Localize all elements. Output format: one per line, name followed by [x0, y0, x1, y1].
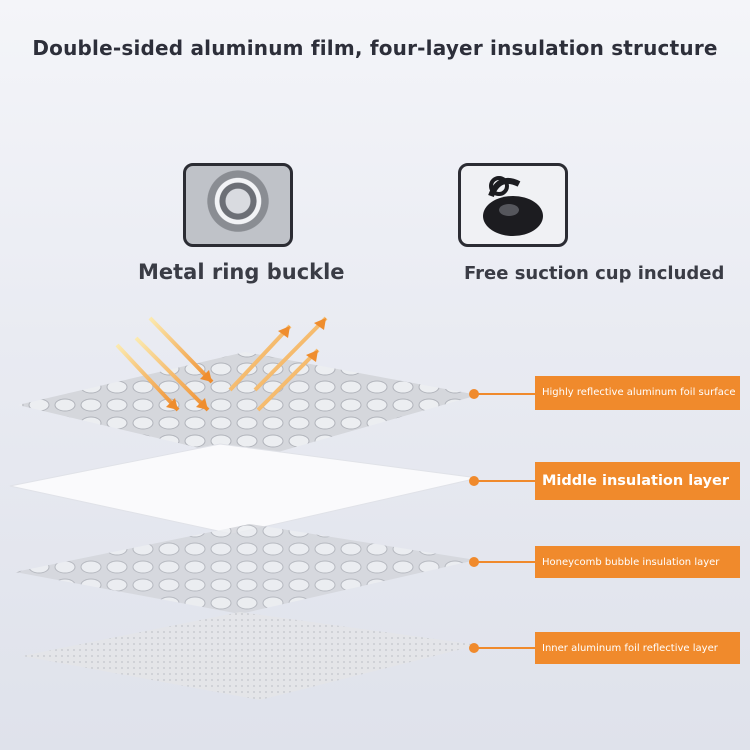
- suction-cup-icon: [458, 163, 568, 247]
- layer-label-honeycomb-bubble: Honeycomb bubble insulation layer: [535, 546, 740, 578]
- layer-label-middle-insulation: Middle insulation layer: [535, 462, 740, 500]
- connector-dot: [469, 557, 479, 567]
- layer-reflective-foil: [18, 352, 478, 460]
- layer-label-reflective-foil: Highly reflective aluminum foil surface: [535, 376, 740, 410]
- connector-dot: [469, 476, 479, 486]
- layer-label-inner-foil: Inner aluminum foil reflective layer: [535, 632, 740, 664]
- suction-cup-caption: Free suction cup included: [464, 263, 725, 284]
- metal-ring-caption: Metal ring buckle: [138, 260, 345, 284]
- page-title: Double-sided aluminum film, four-layer i…: [32, 36, 718, 60]
- layer-honeycomb-bubble: [15, 524, 476, 614]
- metal-ring-icon: [183, 163, 293, 247]
- connector-dot: [469, 643, 479, 653]
- layer-middle-insulation: [9, 443, 479, 535]
- connector-dot: [469, 389, 479, 399]
- layer-inner-foil: [22, 612, 478, 700]
- heat-arrows: [115, 316, 328, 412]
